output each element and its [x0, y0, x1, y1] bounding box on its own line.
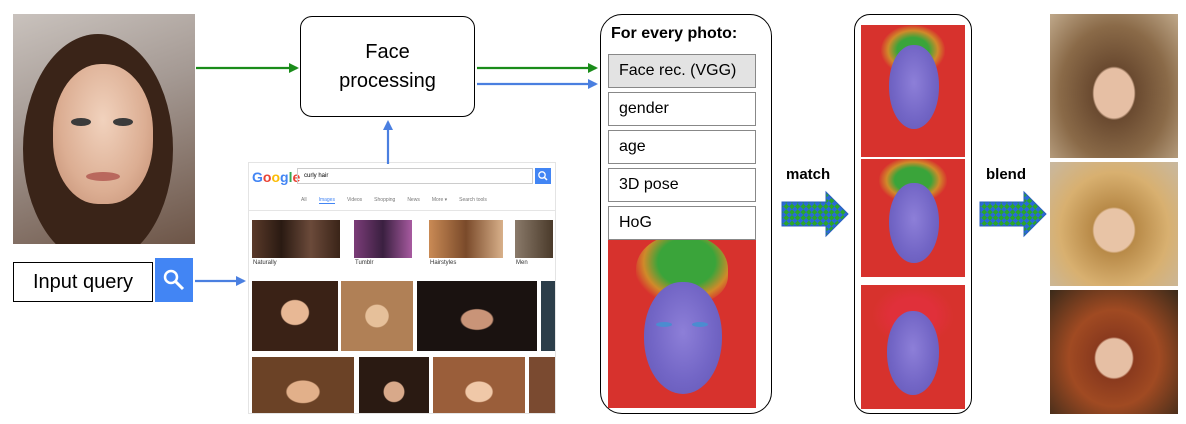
- result-image[interactable]: [252, 357, 354, 413]
- related-thumb[interactable]: [354, 220, 412, 258]
- google-logo-letter: o: [262, 169, 272, 185]
- google-logo-letter: g: [280, 169, 289, 185]
- result-photo-1: [1050, 14, 1178, 158]
- google-tab[interactable]: Videos: [346, 197, 363, 203]
- match-arrow-icon: [781, 190, 849, 238]
- tabs-divider: [249, 210, 555, 211]
- search-icon: [538, 171, 548, 181]
- google-search-button[interactable]: [535, 168, 551, 184]
- face-processing-line2: processing: [339, 69, 436, 92]
- result-image[interactable]: [252, 281, 338, 351]
- google-logo-letter: o: [271, 169, 281, 185]
- features-panel: For every photo: Face rec. (VGG) gender …: [600, 14, 772, 414]
- matched-heatmap-1: [861, 25, 965, 157]
- google-tab[interactable]: All: [301, 197, 307, 203]
- input-face-photo: [13, 14, 195, 244]
- match-label: match: [786, 166, 831, 183]
- result-image[interactable]: [529, 357, 555, 413]
- result-image[interactable]: [433, 357, 525, 413]
- related-thumb[interactable]: [515, 220, 553, 258]
- feature-item-face-rec: Face rec. (VGG): [608, 54, 756, 88]
- result-image[interactable]: [417, 281, 537, 351]
- segmentation-heatmap: [608, 240, 756, 408]
- google-tab[interactable]: Search tools: [459, 197, 487, 203]
- matched-photos-panel: [854, 14, 972, 414]
- result-image[interactable]: [359, 357, 429, 413]
- google-image-results: Google curly hair All Images Videos Shoppin…: [248, 162, 556, 414]
- google-logo: Google: [252, 169, 300, 185]
- features-title: For every photo:: [611, 25, 738, 42]
- google-logo-letter: G: [252, 169, 263, 185]
- feature-item-hog: HoG: [608, 206, 756, 240]
- feature-item-gender: gender: [608, 92, 756, 126]
- search-icon: [163, 269, 185, 291]
- google-logo-letter: e: [292, 169, 301, 185]
- feature-item-age: age: [608, 130, 756, 164]
- blend-arrow-icon: [979, 190, 1047, 238]
- google-tab[interactable]: Images: [318, 197, 335, 204]
- query-input[interactable]: Input query: [13, 262, 153, 302]
- search-button[interactable]: [155, 258, 193, 302]
- google-tab[interactable]: News: [407, 197, 420, 203]
- matched-heatmap-3: [861, 285, 965, 409]
- google-logo-letter: l: [288, 169, 293, 185]
- blend-label: blend: [986, 166, 1026, 183]
- feature-item-3d-pose: 3D pose: [608, 168, 756, 202]
- google-tab[interactable]: More ▾: [431, 197, 448, 203]
- result-photo-3: [1050, 290, 1178, 414]
- result-image[interactable]: [341, 281, 413, 351]
- face-processing-box: Face processing: [300, 16, 475, 117]
- related-label[interactable]: Hairstyles: [430, 260, 457, 266]
- google-tab[interactable]: Shopping: [374, 197, 396, 203]
- google-search-text: curly hair: [304, 173, 329, 179]
- face-processing-line1: Face: [365, 40, 410, 63]
- query-text: Input query: [32, 270, 134, 293]
- matched-heatmap-2: [861, 159, 965, 277]
- related-thumb[interactable]: [252, 220, 340, 258]
- result-photo-2: [1050, 162, 1178, 286]
- related-thumb[interactable]: [429, 220, 503, 258]
- related-label[interactable]: Men: [516, 260, 528, 266]
- result-image[interactable]: [541, 281, 555, 351]
- related-label[interactable]: Naturally: [253, 260, 277, 266]
- related-label[interactable]: Tumblr: [355, 260, 374, 266]
- google-search-field[interactable]: curly hair: [297, 168, 533, 184]
- google-tabs: All Images Videos Shopping News More ▾ Search …: [301, 197, 487, 204]
